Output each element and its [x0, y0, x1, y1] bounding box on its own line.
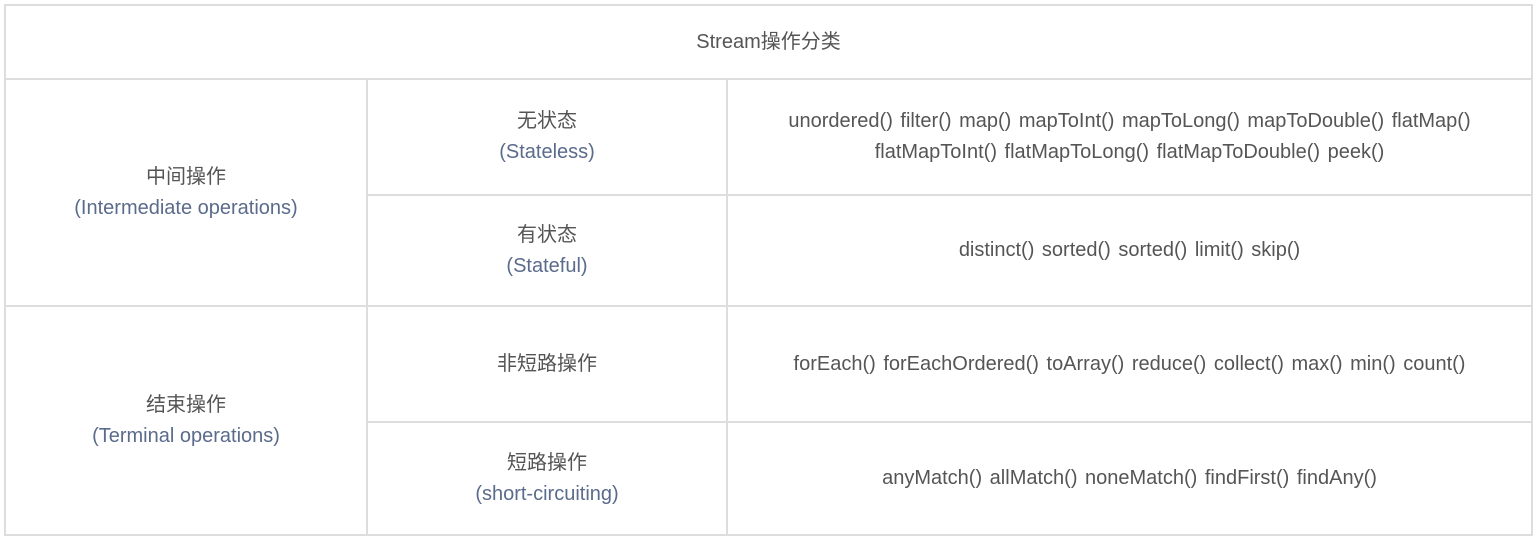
- stream-operations-table: Stream操作分类 中间操作 (Intermediate operations…: [4, 4, 1533, 536]
- subcategory-label-zh: 有状态: [517, 223, 577, 246]
- subcategory-cell-non-short-circuiting: 非短路操作: [366, 305, 728, 423]
- category-label-en: (Terminal operations): [92, 424, 280, 447]
- table-title: Stream操作分类: [4, 4, 1533, 80]
- subcategory-label-zh: 非短路操作: [497, 352, 597, 375]
- table-header-row: Stream操作分类: [4, 4, 1533, 80]
- methods-cell-non-short-circuiting: forEach() forEachOrdered() toArray() red…: [726, 305, 1533, 423]
- methods-cell-stateless: unordered() filter() map() mapToInt() ma…: [726, 78, 1533, 196]
- table-row: 结束操作 (Terminal operations) 非短路操作 forEach…: [4, 305, 1533, 536]
- table-row: 中间操作 (Intermediate operations) 无状态 (Stat…: [4, 78, 1533, 307]
- category-cell-intermediate: 中间操作 (Intermediate operations): [4, 78, 368, 307]
- methods-cell-stateful: distinct() sorted() sorted() limit() ski…: [726, 194, 1533, 307]
- subcategory-label-zh: 短路操作: [507, 451, 587, 474]
- subcategory-label-en: (Stateful): [506, 254, 588, 277]
- category-cell-terminal: 结束操作 (Terminal operations): [4, 305, 368, 536]
- table-row: 有状态 (Stateful) distinct() sorted() sorte…: [5, 194, 1533, 307]
- subcategory-label-en: (Stateless): [499, 141, 595, 163]
- subcategory-label-zh: 无状态: [517, 110, 577, 132]
- category-label-zh: 结束操作: [146, 393, 226, 416]
- subcategory-label-en: (short-circuiting): [475, 482, 619, 505]
- subcategory-cell-stateless: 无状态 (Stateless): [366, 78, 728, 196]
- category-label-zh: 中间操作: [146, 165, 226, 188]
- subcategory-cell-short-circuiting: 短路操作 (short-circuiting): [366, 421, 728, 536]
- category-label-en: (Intermediate operations): [74, 196, 298, 219]
- subcategory-cell-stateful: 有状态 (Stateful): [366, 194, 728, 307]
- methods-cell-short-circuiting: anyMatch() allMatch() noneMatch() findFi…: [726, 421, 1533, 536]
